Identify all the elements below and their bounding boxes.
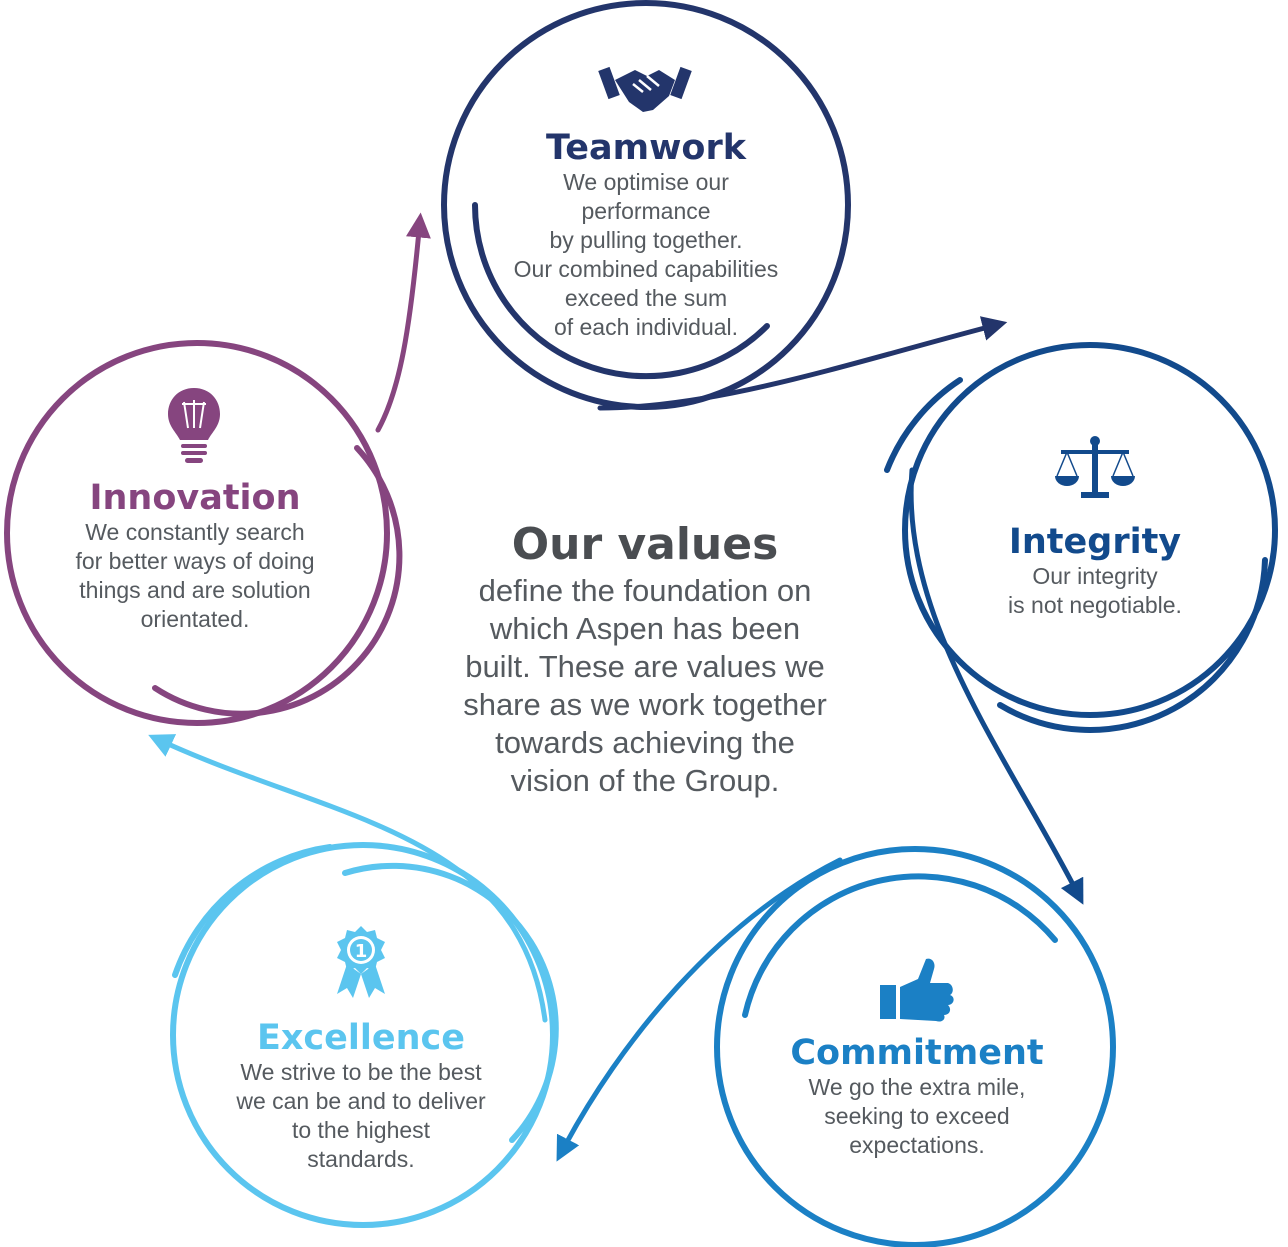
teamwork-inner-arc: [472, 202, 770, 380]
commitment-circle: [714, 846, 1116, 1247]
commitment-text: Commitment We go the extra mile, seeking…: [772, 1033, 1062, 1160]
commitment-inner-arc: [742, 873, 1058, 1018]
excellence-title: Excellence: [256, 1018, 466, 1058]
center-text: Our values define the foundation on whic…: [440, 518, 850, 800]
award-badge-number: 1: [355, 941, 368, 962]
excellence-text: Excellence We strive to be the best we c…: [216, 1018, 506, 1174]
integrity-title: Integrity: [1008, 522, 1182, 562]
thumbs-up-icon: [880, 958, 954, 1022]
excellence-description: We strive to be the best we can be and t…: [236, 1059, 486, 1172]
integrity-text: Integrity Our integrity is not negotiabl…: [965, 522, 1225, 620]
innovation-node: [4, 212, 431, 726]
innovation-inner-arc: [152, 445, 403, 717]
excellence-outer-arc: [172, 844, 333, 978]
teamwork-text: Teamwork We optimise our performance by …: [476, 128, 816, 342]
integrity-circle: [902, 342, 1278, 718]
teamwork-node: [441, 0, 1008, 411]
commitment-node: [556, 846, 1116, 1247]
excellence-to-innovation-arrow: [148, 734, 548, 1023]
excellence-inner-arc: [342, 862, 559, 1143]
integrity-outer-arc: [997, 557, 1268, 733]
integrity-to-commitment-arrow: [908, 467, 1084, 905]
innovation-description: We constantly search for better ways of …: [75, 519, 315, 632]
innovation-text: Innovation We constantly search for bett…: [50, 478, 340, 634]
handshake-icon: [598, 66, 692, 112]
innovation-to-teamwork-arrow: [375, 212, 431, 433]
center-description: define the foundation on which Aspen has…: [463, 573, 827, 798]
commitment-to-excellence-arrow: [556, 857, 843, 1162]
teamwork-to-integrity-arrow: [597, 316, 1008, 411]
integrity-node: [884, 342, 1278, 905]
commitment-description: We go the extra mile, seeking to exceed …: [808, 1074, 1026, 1158]
innovation-circle: [4, 340, 390, 726]
commitment-title: Commitment: [790, 1033, 1044, 1073]
light-bulb-icon: [168, 388, 220, 463]
scales-of-justice-icon: [1055, 436, 1135, 498]
integrity-inner-arc: [884, 377, 963, 473]
teamwork-description: We optimise our performance by pulling t…: [513, 169, 779, 340]
innovation-title: Innovation: [89, 478, 301, 518]
integrity-description: Our integrity is not negotiable.: [1008, 563, 1182, 618]
center-title: Our values: [511, 519, 779, 570]
award-ribbon-icon: 1: [337, 926, 385, 998]
teamwork-title: Teamwork: [546, 128, 746, 168]
excellence-node: [148, 734, 559, 1228]
